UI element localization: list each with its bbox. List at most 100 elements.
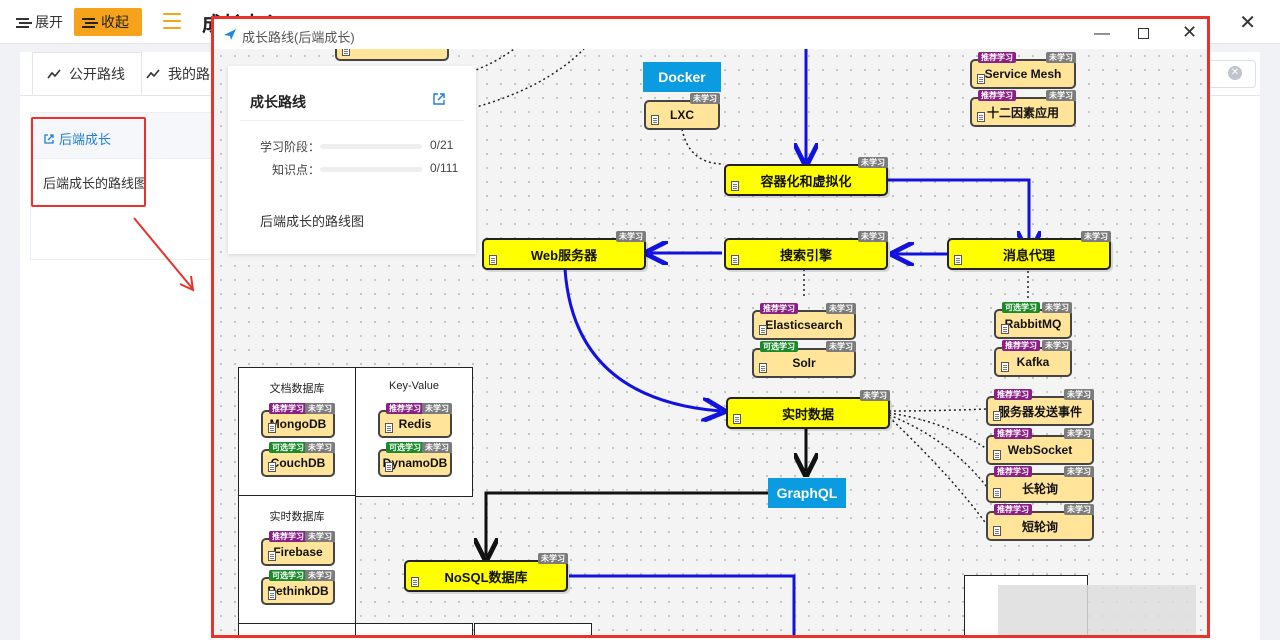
optional-badge: 可选学习	[269, 570, 307, 581]
tab-label: 我的路	[168, 66, 210, 82]
stage-progress-bar	[320, 144, 422, 149]
pending-badge: 未学习	[1064, 389, 1094, 400]
roadmap-node-redis[interactable]: 推荐学习 未学习 Redis	[378, 403, 452, 438]
clear-icon[interactable]: ✕	[1228, 66, 1242, 80]
stage-value: 0/21	[430, 138, 454, 152]
collapse-label: 收起	[101, 14, 129, 30]
roadmap-node-realtime[interactable]: 未学习 实时数据	[726, 390, 890, 429]
group-partial	[238, 623, 356, 635]
expand-icon	[16, 17, 29, 28]
roadmap-node-websocket[interactable]: 推荐学习 未学习 WebSocket	[986, 428, 1094, 465]
collapse-button[interactable]: 收起	[74, 8, 142, 36]
tab-label: 公开路线	[69, 65, 125, 82]
recommended-badge: 推荐学习	[386, 403, 424, 414]
roadmap-node-rethinkdb[interactable]: 可选学习 未学习 RethinkDB	[261, 570, 335, 605]
node-label: LXC	[670, 108, 694, 122]
doc-icon	[954, 255, 962, 265]
roadmap-node-twelve-factor[interactable]: 推荐学习 未学习 十二因素应用	[970, 90, 1076, 127]
tab-my-routes[interactable]: 我的路	[146, 52, 210, 96]
minimize-icon[interactable]: —	[1094, 25, 1110, 42]
doc-icon	[385, 423, 393, 433]
roadmap-node-couchdb[interactable]: 可选学习 未学习 CouchDB	[261, 442, 335, 477]
window-title: 成长路线(后端成长)	[242, 30, 355, 45]
roadmap-node-rabbitmq[interactable]: 可选学习 未学习 RabbitMQ	[994, 302, 1072, 339]
roadmap-node-firebase[interactable]: 推荐学习 未学习 Firebase	[261, 531, 335, 566]
recommended-badge: 推荐学习	[994, 428, 1032, 439]
group-realtime-db: 实时数据库 推荐学习 未学习 Firebase 可选学习 未学习 Rethink…	[238, 495, 356, 625]
group-key-value: Key-Value 推荐学习 未学习 Redis 可选学习 未学习 Dynamo…	[355, 367, 473, 497]
graphql-tag[interactable]: GraphQL	[768, 478, 846, 508]
roadmap-node-partial[interactable]	[335, 49, 449, 61]
roadmap-node-kafka[interactable]: 推荐学习 未学习 Kafka	[994, 340, 1072, 377]
node-label: 实时数据	[781, 406, 834, 422]
window-close-icon[interactable]: ✕	[1182, 22, 1198, 42]
roadmap-node-mongodb[interactable]: 推荐学习 未学习 MongoDB	[261, 403, 335, 438]
roadmap-node-container[interactable]: 未学习 容器化和虚拟化	[724, 157, 888, 196]
menu-icon[interactable]	[163, 13, 181, 29]
doc-icon	[977, 112, 985, 122]
roadmap-node-long-polling[interactable]: 推荐学习 未学习 长轮询	[986, 466, 1094, 503]
roadmap-node-elasticsearch[interactable]: 推荐学习 未学习 Elasticsearch	[752, 303, 856, 340]
doc-icon	[993, 450, 1001, 460]
docker-tag[interactable]: Docker	[643, 62, 721, 92]
expand-button[interactable]: 展开	[8, 8, 71, 36]
pending-badge: 未学习	[690, 93, 720, 104]
roadmap-window: 成长路线(后端成长) — ✕	[211, 16, 1210, 638]
doc-icon	[993, 411, 1001, 421]
node-label: MongoDB	[269, 417, 327, 431]
tab-public-routes[interactable]: 公开路线	[32, 52, 142, 96]
external-link-icon[interactable]	[432, 92, 446, 106]
group-partial	[474, 623, 592, 635]
node-label: NoSQL数据库	[444, 569, 528, 585]
route-description: 后端成长的路线图	[43, 176, 148, 191]
roadmap-node-service-mesh[interactable]: 推荐学习 未学习 Service Mesh	[970, 52, 1076, 89]
trend-icon	[146, 69, 160, 79]
node-label: 消息代理	[1002, 247, 1055, 263]
point-progress-bar	[320, 167, 422, 172]
roadmap-node-nosql[interactable]: 未学习 NoSQL数据库	[404, 553, 568, 592]
roadmap-node-message-broker[interactable]: 未学习 消息代理	[947, 231, 1111, 270]
roadmap-canvas[interactable]: 成长路线 学习阶段： 0/21 知识点： 0/111 后端成长的路线图 Dock…	[214, 49, 1207, 635]
node-label: Solr	[792, 356, 816, 370]
pending-badge: 未学习	[616, 231, 646, 242]
point-label: 知识点：	[271, 163, 320, 177]
pending-badge: 未学习	[1046, 90, 1076, 101]
route-card[interactable]: 后端成长 后端成长的路线图	[30, 112, 220, 260]
group-title: Key-Value	[389, 380, 439, 392]
group-document-db: 文档数据库 推荐学习 未学习 MongoDB 可选学习 未学习 CouchDB	[238, 367, 356, 497]
roadmap-node-solr[interactable]: 可选学习 未学习 Solr	[752, 341, 856, 378]
roadmap-node-search-engine[interactable]: 未学习 搜索引擎	[724, 231, 888, 270]
node-label: Kafka	[1016, 355, 1050, 369]
minimap[interactable]	[998, 585, 1196, 635]
roadmap-node-short-polling[interactable]: 推荐学习 未学习 短轮询	[986, 504, 1094, 541]
info-title: 成长路线	[250, 94, 306, 110]
doc-icon	[731, 181, 739, 191]
pending-badge: 未学习	[1064, 428, 1094, 439]
expand-label: 展开	[35, 14, 63, 30]
doc-icon	[993, 488, 1001, 498]
recommended-badge: 推荐学习	[269, 403, 307, 414]
search-input[interactable]	[1210, 60, 1256, 88]
doc-icon	[733, 414, 741, 424]
roadmap-node-dynamodb[interactable]: 可选学习 未学习 DynamoDB	[378, 442, 452, 477]
node-label: 服务器发送事件	[997, 404, 1082, 419]
node-label: Web服务器	[530, 247, 598, 263]
route-link[interactable]: 后端成长	[43, 129, 111, 148]
roadmap-node-web-server[interactable]: 未学习 Web服务器	[482, 231, 646, 270]
doc-icon	[1001, 324, 1009, 334]
doc-icon	[489, 255, 497, 265]
roadmap-node-lxc[interactable]: 未学习 LXC	[644, 93, 720, 130]
doc-icon	[268, 462, 276, 472]
pending-badge: 未学习	[305, 531, 335, 542]
node-label: Service Mesh	[984, 67, 1062, 81]
optional-badge: 可选学习	[269, 442, 307, 453]
maximize-icon[interactable]	[1138, 28, 1149, 39]
annotation-arrow	[133, 217, 195, 292]
group-title: 实时数据库	[269, 511, 325, 523]
group-partial	[355, 623, 473, 635]
point-progress-row: 知识点： 0/111	[260, 161, 470, 177]
doc-icon	[342, 49, 350, 56]
close-icon[interactable]: ✕	[1239, 12, 1256, 34]
roadmap-node-sse[interactable]: 推荐学习 未学习 服务器发送事件	[986, 389, 1094, 426]
recommended-badge: 推荐学习	[1002, 340, 1040, 351]
